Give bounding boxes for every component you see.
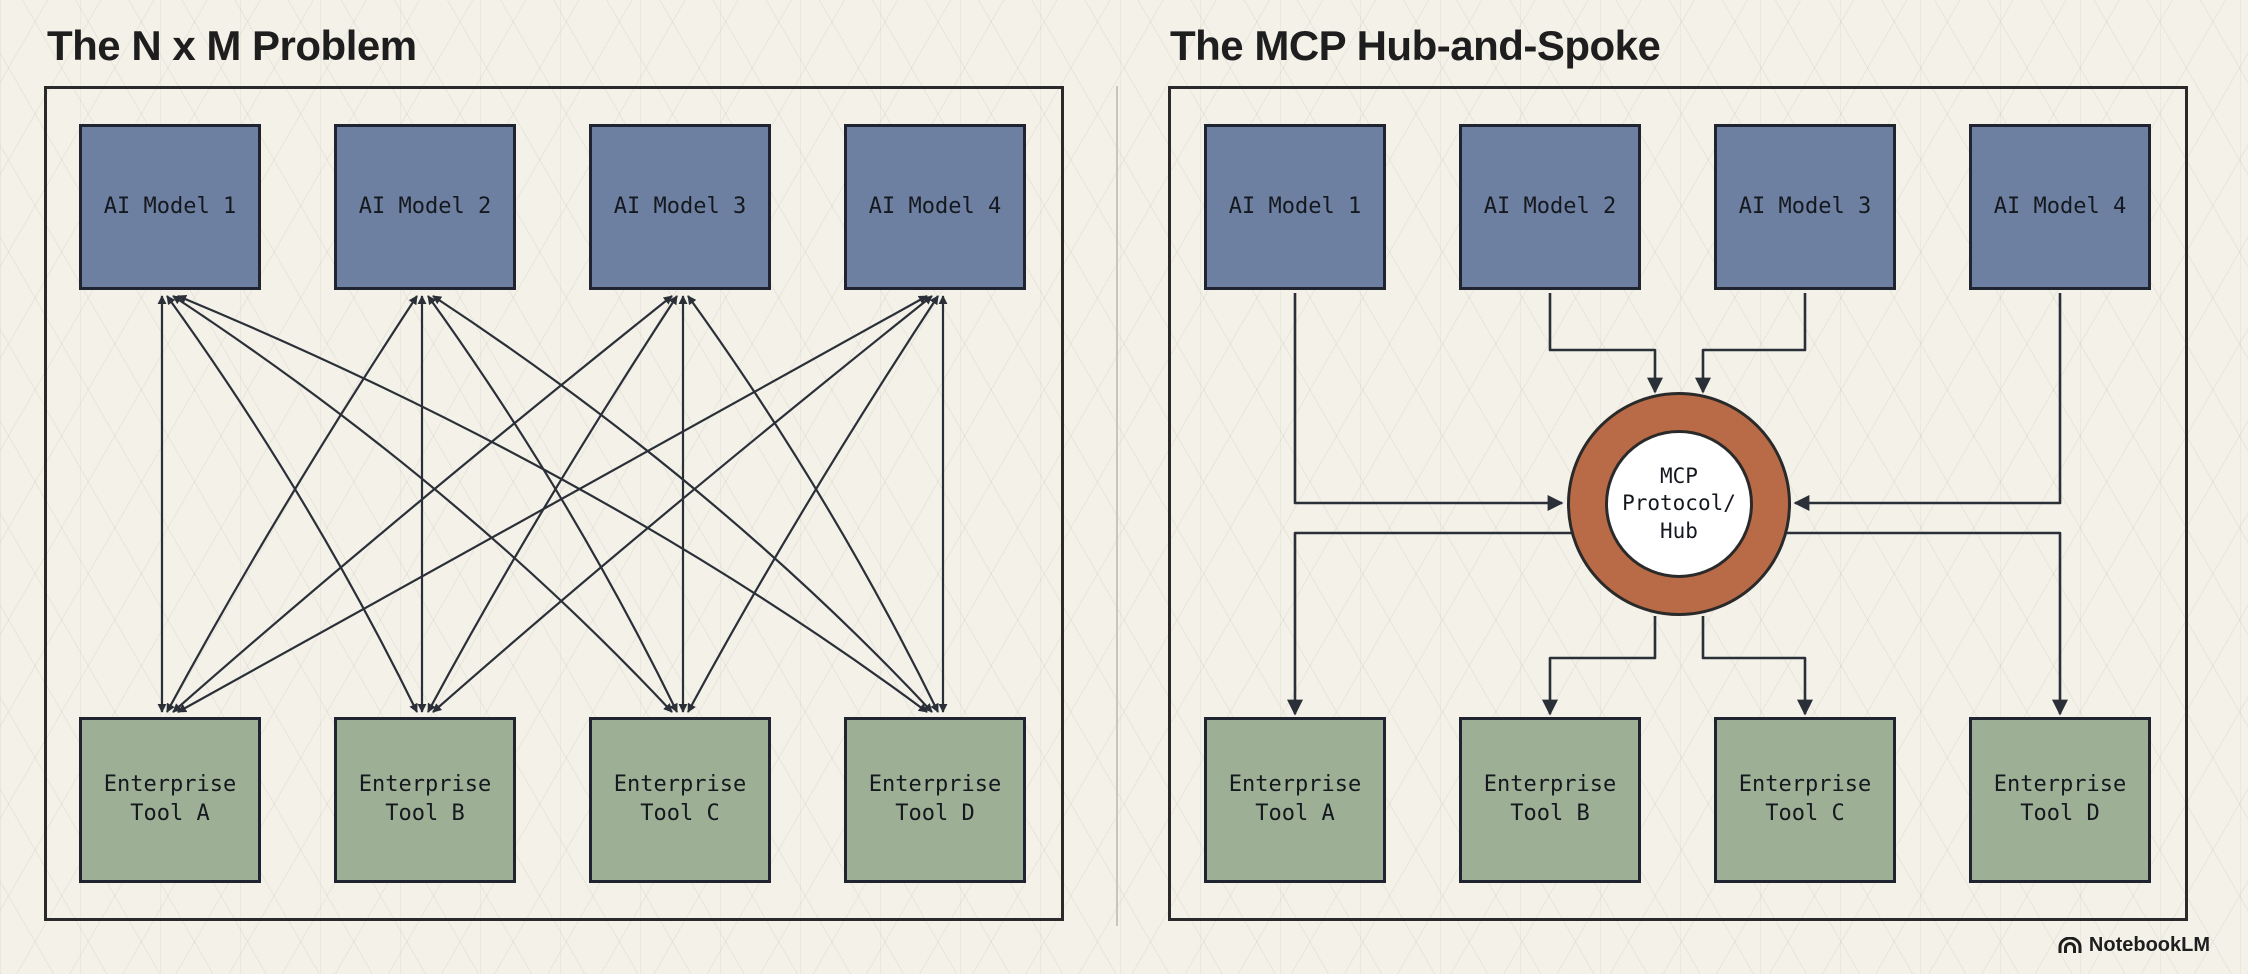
left-enterprise-tool-c: Enterprise Tool C: [589, 717, 771, 883]
left-enterprise-tool-b: Enterprise Tool B: [334, 717, 516, 883]
left-enterprise-tool-d: Enterprise Tool D: [844, 717, 1026, 883]
brand-name: NotebookLM: [2088, 934, 2210, 956]
edge-model-4-tool-3: [687, 295, 939, 713]
notebooklm-logo-icon: [2058, 936, 2082, 953]
panel-divider: [1116, 86, 1118, 926]
right-ai-model-1: AI Model 1: [1204, 124, 1386, 290]
spoke-hub-to-tool-a: [1287, 531, 1572, 716]
left-ai-model-1: AI Model 1: [79, 124, 261, 290]
hub-and-spoke-panel: [1168, 86, 2188, 921]
spoke-hub-to-tool-c: [1701, 616, 1813, 716]
spoke-model-4-to-hub: [1793, 293, 2062, 511]
right-ai-model-3: AI Model 3: [1714, 124, 1896, 290]
mcp-hub-ring: MCP Protocol/ Hub: [1567, 392, 1791, 616]
spoke-hub-to-tool-b: [1542, 616, 1657, 716]
mcp-hub-label: MCP Protocol/ Hub: [1605, 430, 1753, 578]
spoke-hub-to-tool-d: [1786, 531, 2068, 716]
right-enterprise-tool-b: Enterprise Tool B: [1459, 717, 1641, 883]
left-ai-model-4: AI Model 4: [844, 124, 1026, 290]
left-enterprise-tool-a: Enterprise Tool A: [79, 717, 261, 883]
right-ai-model-4: AI Model 4: [1969, 124, 2151, 290]
right-enterprise-tool-a: Enterprise Tool A: [1204, 717, 1386, 883]
right-panel-title: The MCP Hub-and-Spoke: [1170, 22, 1661, 69]
notebooklm-brand: NotebookLM: [2058, 934, 2210, 957]
right-enterprise-tool-d: Enterprise Tool D: [1969, 717, 2151, 883]
right-enterprise-tool-c: Enterprise Tool C: [1714, 717, 1896, 883]
left-panel-title: The N x M Problem: [47, 22, 417, 69]
edge-model-4-tool-1: [177, 295, 928, 713]
left-ai-model-3: AI Model 3: [589, 124, 771, 290]
left-ai-model-2: AI Model 2: [334, 124, 516, 290]
spoke-model-3-to-hub: [1695, 293, 1807, 394]
n-x-m-problem-panel: [44, 86, 1064, 921]
spoke-model-2-to-hub: [1548, 293, 1663, 394]
spoke-model-1-to-hub: [1293, 293, 1564, 511]
right-ai-model-2: AI Model 2: [1459, 124, 1641, 290]
